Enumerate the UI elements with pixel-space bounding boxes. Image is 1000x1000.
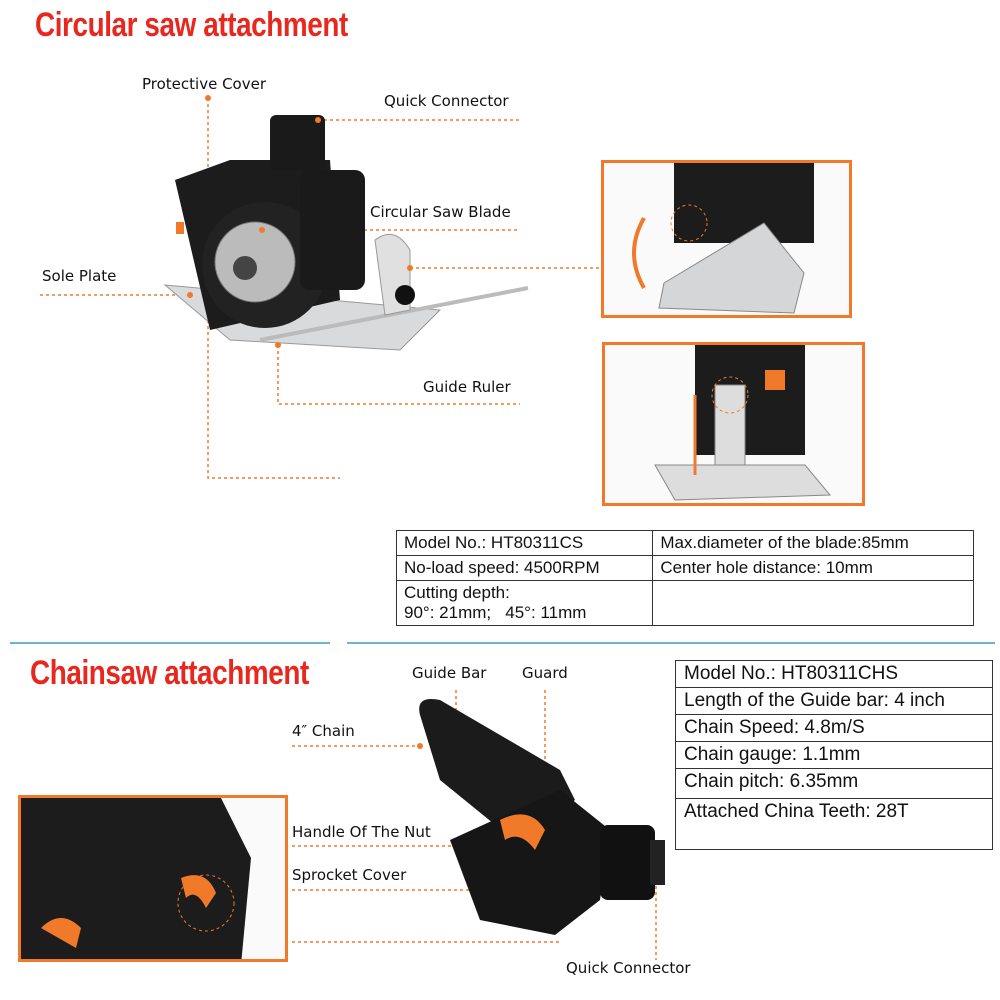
spec-teeth: Attached China Teeth: 28T: [675, 798, 993, 850]
depth-adjust-inset: [602, 342, 865, 506]
label-sprocket-cover: Sprocket Cover: [292, 866, 407, 884]
chainsaw-title: Chainsaw attachment: [30, 654, 309, 692]
circular-saw-image: [163, 115, 529, 351]
label-guide-bar: Guide Bar: [412, 664, 487, 682]
section-divider-left: [10, 642, 330, 644]
label-handle-nut: Handle Of The Nut: [292, 823, 431, 841]
spec-model: Model No.: HT80311CHS: [675, 660, 993, 688]
spec-speed: No-load speed: 4500RPM: [395, 555, 654, 581]
label-quick-connector-chainsaw: Quick Connector: [566, 959, 691, 977]
leader-guide-ruler: [277, 345, 520, 405]
label-chain: 4″ Chain: [292, 722, 355, 740]
chainsaw-spec-table: Model No.: HT80311CHS Length of the Guid…: [675, 660, 993, 850]
chainsaw-image: [419, 699, 665, 935]
circular-saw-title: Circular saw attachment: [35, 6, 348, 44]
spec-model: Model No.: HT80311CS: [395, 530, 654, 556]
label-guide-ruler: Guide Ruler: [423, 378, 511, 396]
spec-center-hole: Center hole distance: 10mm: [652, 555, 974, 581]
label-guard: Guard: [522, 664, 568, 682]
label-protective-cover: Protective Cover: [142, 75, 266, 93]
spec-max-diameter: Max.diameter of the blade:85mm: [652, 530, 974, 556]
spec-chain-speed: Chain Speed: 4.8m/S: [675, 714, 993, 742]
section-divider-right: [347, 642, 995, 644]
spec-guide-bar-length: Length of the Guide bar: 4 inch: [675, 687, 993, 715]
label-sole-plate: Sole Plate: [42, 267, 117, 285]
label-quick-connector: Quick Connector: [384, 92, 509, 110]
spec-chain-pitch: Chain pitch: 6.35mm: [675, 768, 993, 799]
spec-chain-gauge: Chain gauge: 1.1mm: [675, 741, 993, 769]
sprocket-cover-inset: [18, 795, 288, 962]
spec-cutting-depth: Cutting depth:90°: 21mm; 45°: 11mm: [395, 580, 654, 626]
bevel-adjust-inset: [601, 160, 852, 318]
label-circular-saw-blade: Circular Saw Blade: [370, 203, 511, 221]
